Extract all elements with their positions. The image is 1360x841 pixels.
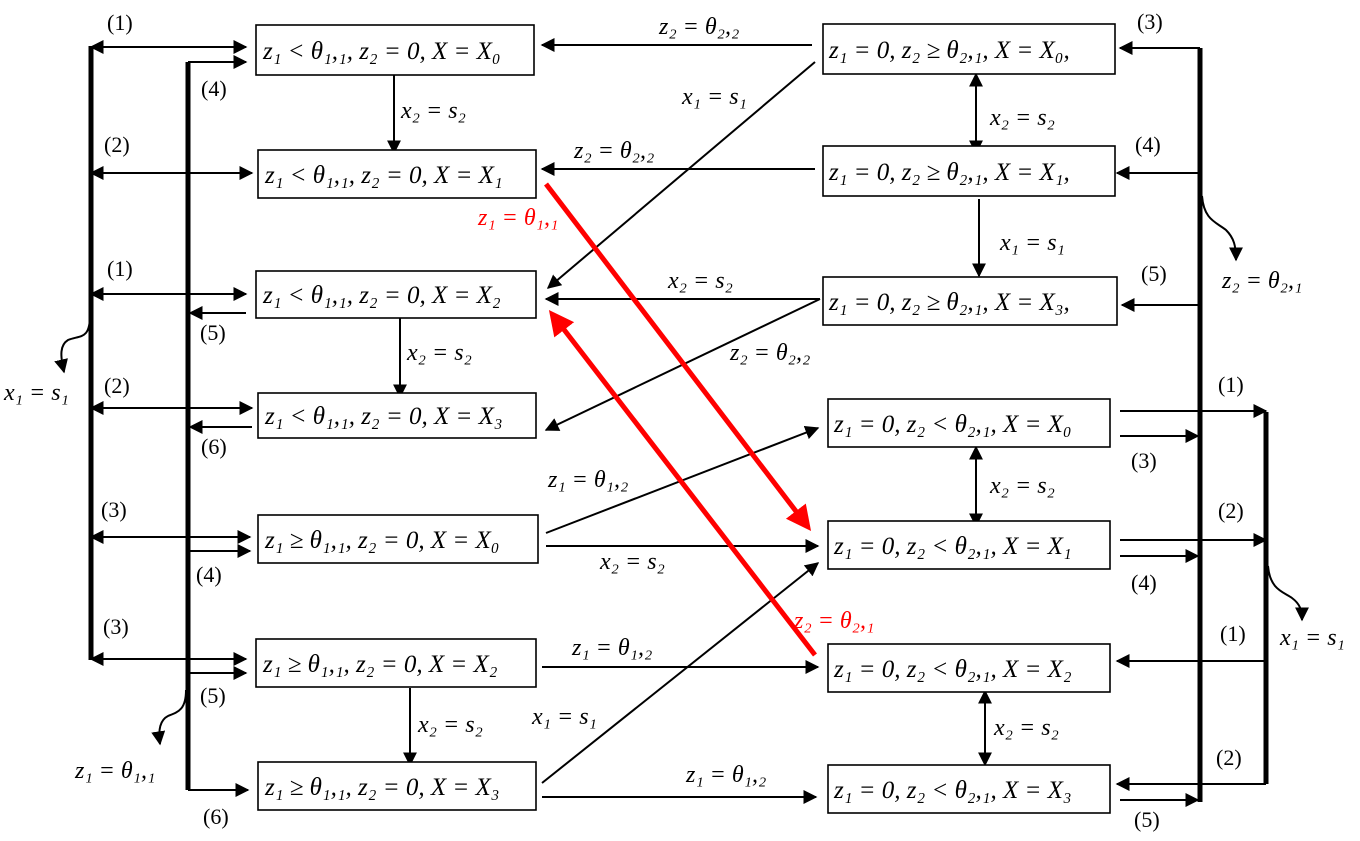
state-label: z₁ < θ₁,₁, z₂ = 0, X = X₀: [262, 38, 501, 65]
number-4: (4): [1135, 132, 1161, 157]
state-R1: z₁ = 0, z₂ ≥ θ₂,₁, X = X₀,: [822, 23, 1116, 75]
number-2: (2): [104, 132, 130, 157]
label-R4-R5: x₂ = s₂: [989, 473, 1055, 499]
label-L5-R5: x₂ = s₂: [599, 549, 665, 575]
number-6: (6): [203, 804, 229, 829]
state-L4: z₁ < θ₁,₁, z₂ = 0, X = X₃: [257, 392, 537, 439]
pointer-x1-right: [1267, 565, 1309, 622]
number-5: (5): [200, 320, 226, 345]
label-L6-L7: x₂ = s₂: [417, 712, 483, 738]
state-R3: z₁ = 0, z₂ ≥ θ₂,₁, X = X₃,: [822, 276, 1118, 326]
number-3: (3): [103, 614, 129, 639]
label-L1-L2: x₂ = s₂: [400, 98, 466, 124]
pointer-x1-left: [54, 314, 91, 374]
state-R5: z₁ = 0, z₂ < θ₂,₁, X = X₁: [827, 520, 1111, 570]
state-R4: z₁ = 0, z₂ < θ₂,₁, X = X₀: [827, 398, 1111, 448]
number-2: (2): [1216, 745, 1242, 770]
state-L3: z₁ < θ₁,₁, z₂ = 0, X = X₂: [255, 270, 537, 319]
state-L7: z₁ ≥ θ₁,₁, z₂ = 0, X = X₃: [257, 761, 537, 811]
number-2: (2): [1218, 498, 1244, 523]
state-L1: z₁ < θ₁,₁, z₂ = 0, X = X₀: [255, 24, 535, 76]
number-5: (5): [1134, 807, 1160, 832]
label-R1-L1: z₂ = θ₂,₂: [658, 14, 739, 40]
label-R2-L2: z₂ = θ₂,₂: [573, 138, 654, 164]
state-label: z₁ < θ₁,₁, z₂ = 0, X = X₁: [264, 162, 503, 189]
label-R3-L3: x₂ = s₂: [667, 268, 733, 294]
number-3: (3): [1131, 448, 1157, 473]
label-L7-R7: z₁ = θ₁,₂: [685, 762, 766, 788]
state-label: z₁ < θ₁,₁, z₂ = 0, X = X₂: [262, 282, 501, 309]
number-2: (2): [104, 373, 130, 398]
label-red-R6-L3: z₂ = θ₂,₁: [793, 608, 874, 634]
label-R2-R3: x₁ = s₁: [999, 230, 1065, 256]
state-label: z₁ = 0, z₂ < θ₂,₁, X = X₂: [833, 656, 1072, 683]
state-L2: z₁ < θ₁,₁, z₂ = 0, X = X₁: [257, 149, 537, 199]
label-R6-R7: x₂ = s₂: [993, 715, 1059, 741]
number-4: (4): [201, 76, 227, 101]
pointer-z1-left: [151, 689, 187, 746]
label-left-bus-z1: z₁ = θ₁,₁: [74, 758, 155, 784]
state-label: z₁ = 0, z₂ ≥ θ₂,₁, X = X₃,: [828, 289, 1070, 316]
state-L6: z₁ ≥ θ₁,₁, z₂ = 0, X = X₂: [255, 638, 537, 688]
state-label: z₁ ≥ θ₁,₁, z₂ = 0, X = X₀: [264, 527, 499, 554]
number-1: (1): [107, 256, 133, 281]
red-arrow-L2-R5: [544, 182, 812, 531]
state-label: z₁ < θ₁,₁, z₂ = 0, X = X₃: [264, 403, 503, 430]
number-1: (1): [1218, 372, 1244, 397]
label-right-bus-x1: x₁ = s₁: [1279, 625, 1345, 651]
label-R3-L4: z₂ = θ₂,₂: [729, 340, 810, 366]
state-R7: z₁ = 0, z₂ < θ₂,₁, X = X₃: [827, 764, 1111, 814]
label-red-L2-R5: z₁ = θ₁,₁: [477, 205, 558, 231]
label-L7-R5: x₁ = s₁: [531, 704, 597, 730]
number-5: (5): [200, 683, 226, 708]
label-R1-L3: x₁ = s₁: [681, 84, 747, 110]
state-label: z₁ = 0, z₂ ≥ θ₂,₁, X = X₀,: [828, 37, 1070, 64]
number-3: (3): [1137, 9, 1163, 34]
number-1: (1): [1220, 621, 1246, 646]
arrow-R1-L3: [546, 61, 816, 289]
number-4: (4): [1131, 570, 1157, 595]
label-L6-R6: z₁ = θ₁,₂: [571, 635, 652, 661]
state-label: z₁ ≥ θ₁,₁, z₂ = 0, X = X₃: [264, 774, 499, 801]
state-label: z₁ = 0, z₂ < θ₂,₁, X = X₃: [833, 777, 1072, 804]
pointer-z2-right: [1201, 195, 1243, 262]
state-L5: z₁ ≥ θ₁,₁, z₂ = 0, X = X₀: [257, 514, 539, 564]
number-6: (6): [201, 434, 227, 459]
label-L3-L4: x₂ = s₂: [406, 340, 472, 366]
arrow-L7-R5: [541, 562, 820, 784]
label-right-bus-z2: z₂ = θ₂,₁: [1221, 268, 1302, 294]
state-R2: z₁ = 0, z₂ ≥ θ₂,₁, X = X₁,: [822, 145, 1116, 197]
number-3: (3): [101, 497, 127, 522]
label-R1-R2: x₂ = s₂: [989, 105, 1055, 131]
state-label: z₁ ≥ θ₁,₁, z₂ = 0, X = X₂: [262, 651, 498, 678]
number-4: (4): [196, 562, 222, 587]
red-arrow-R6-L3: [548, 310, 817, 657]
state-label: z₁ = 0, z₂ < θ₂,₁, X = X₁: [833, 533, 1072, 560]
label-L5-R4: z₁ = θ₁,₂: [547, 467, 628, 493]
state-R6: z₁ = 0, z₂ < θ₂,₁, X = X₂: [827, 643, 1111, 693]
state-label: z₁ = 0, z₂ ≥ θ₂,₁, X = X₁,: [828, 159, 1070, 186]
label-left-bus-x1: x₁ = s₁: [3, 380, 69, 406]
number-1: (1): [107, 10, 133, 35]
state-label: z₁ = 0, z₂ < θ₂,₁, X = X₀: [833, 411, 1072, 438]
number-5: (5): [1141, 261, 1167, 286]
